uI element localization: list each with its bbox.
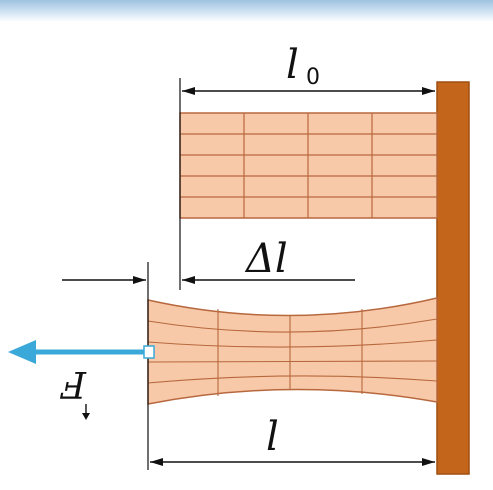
original-bar (179, 112, 438, 219)
fixed-wall (436, 81, 470, 475)
header-band (0, 0, 493, 22)
elongation-label: Δl (244, 236, 288, 282)
force-label-group: F (59, 363, 90, 420)
force-label: F (59, 363, 87, 404)
stretched-length-label: l (266, 414, 279, 460)
original-length-label: l (286, 42, 299, 88)
stretched-bar (147, 297, 438, 405)
original-length-subscript: 0 (306, 65, 320, 90)
force-arrow (8, 340, 155, 364)
extension-lines (147, 78, 181, 470)
